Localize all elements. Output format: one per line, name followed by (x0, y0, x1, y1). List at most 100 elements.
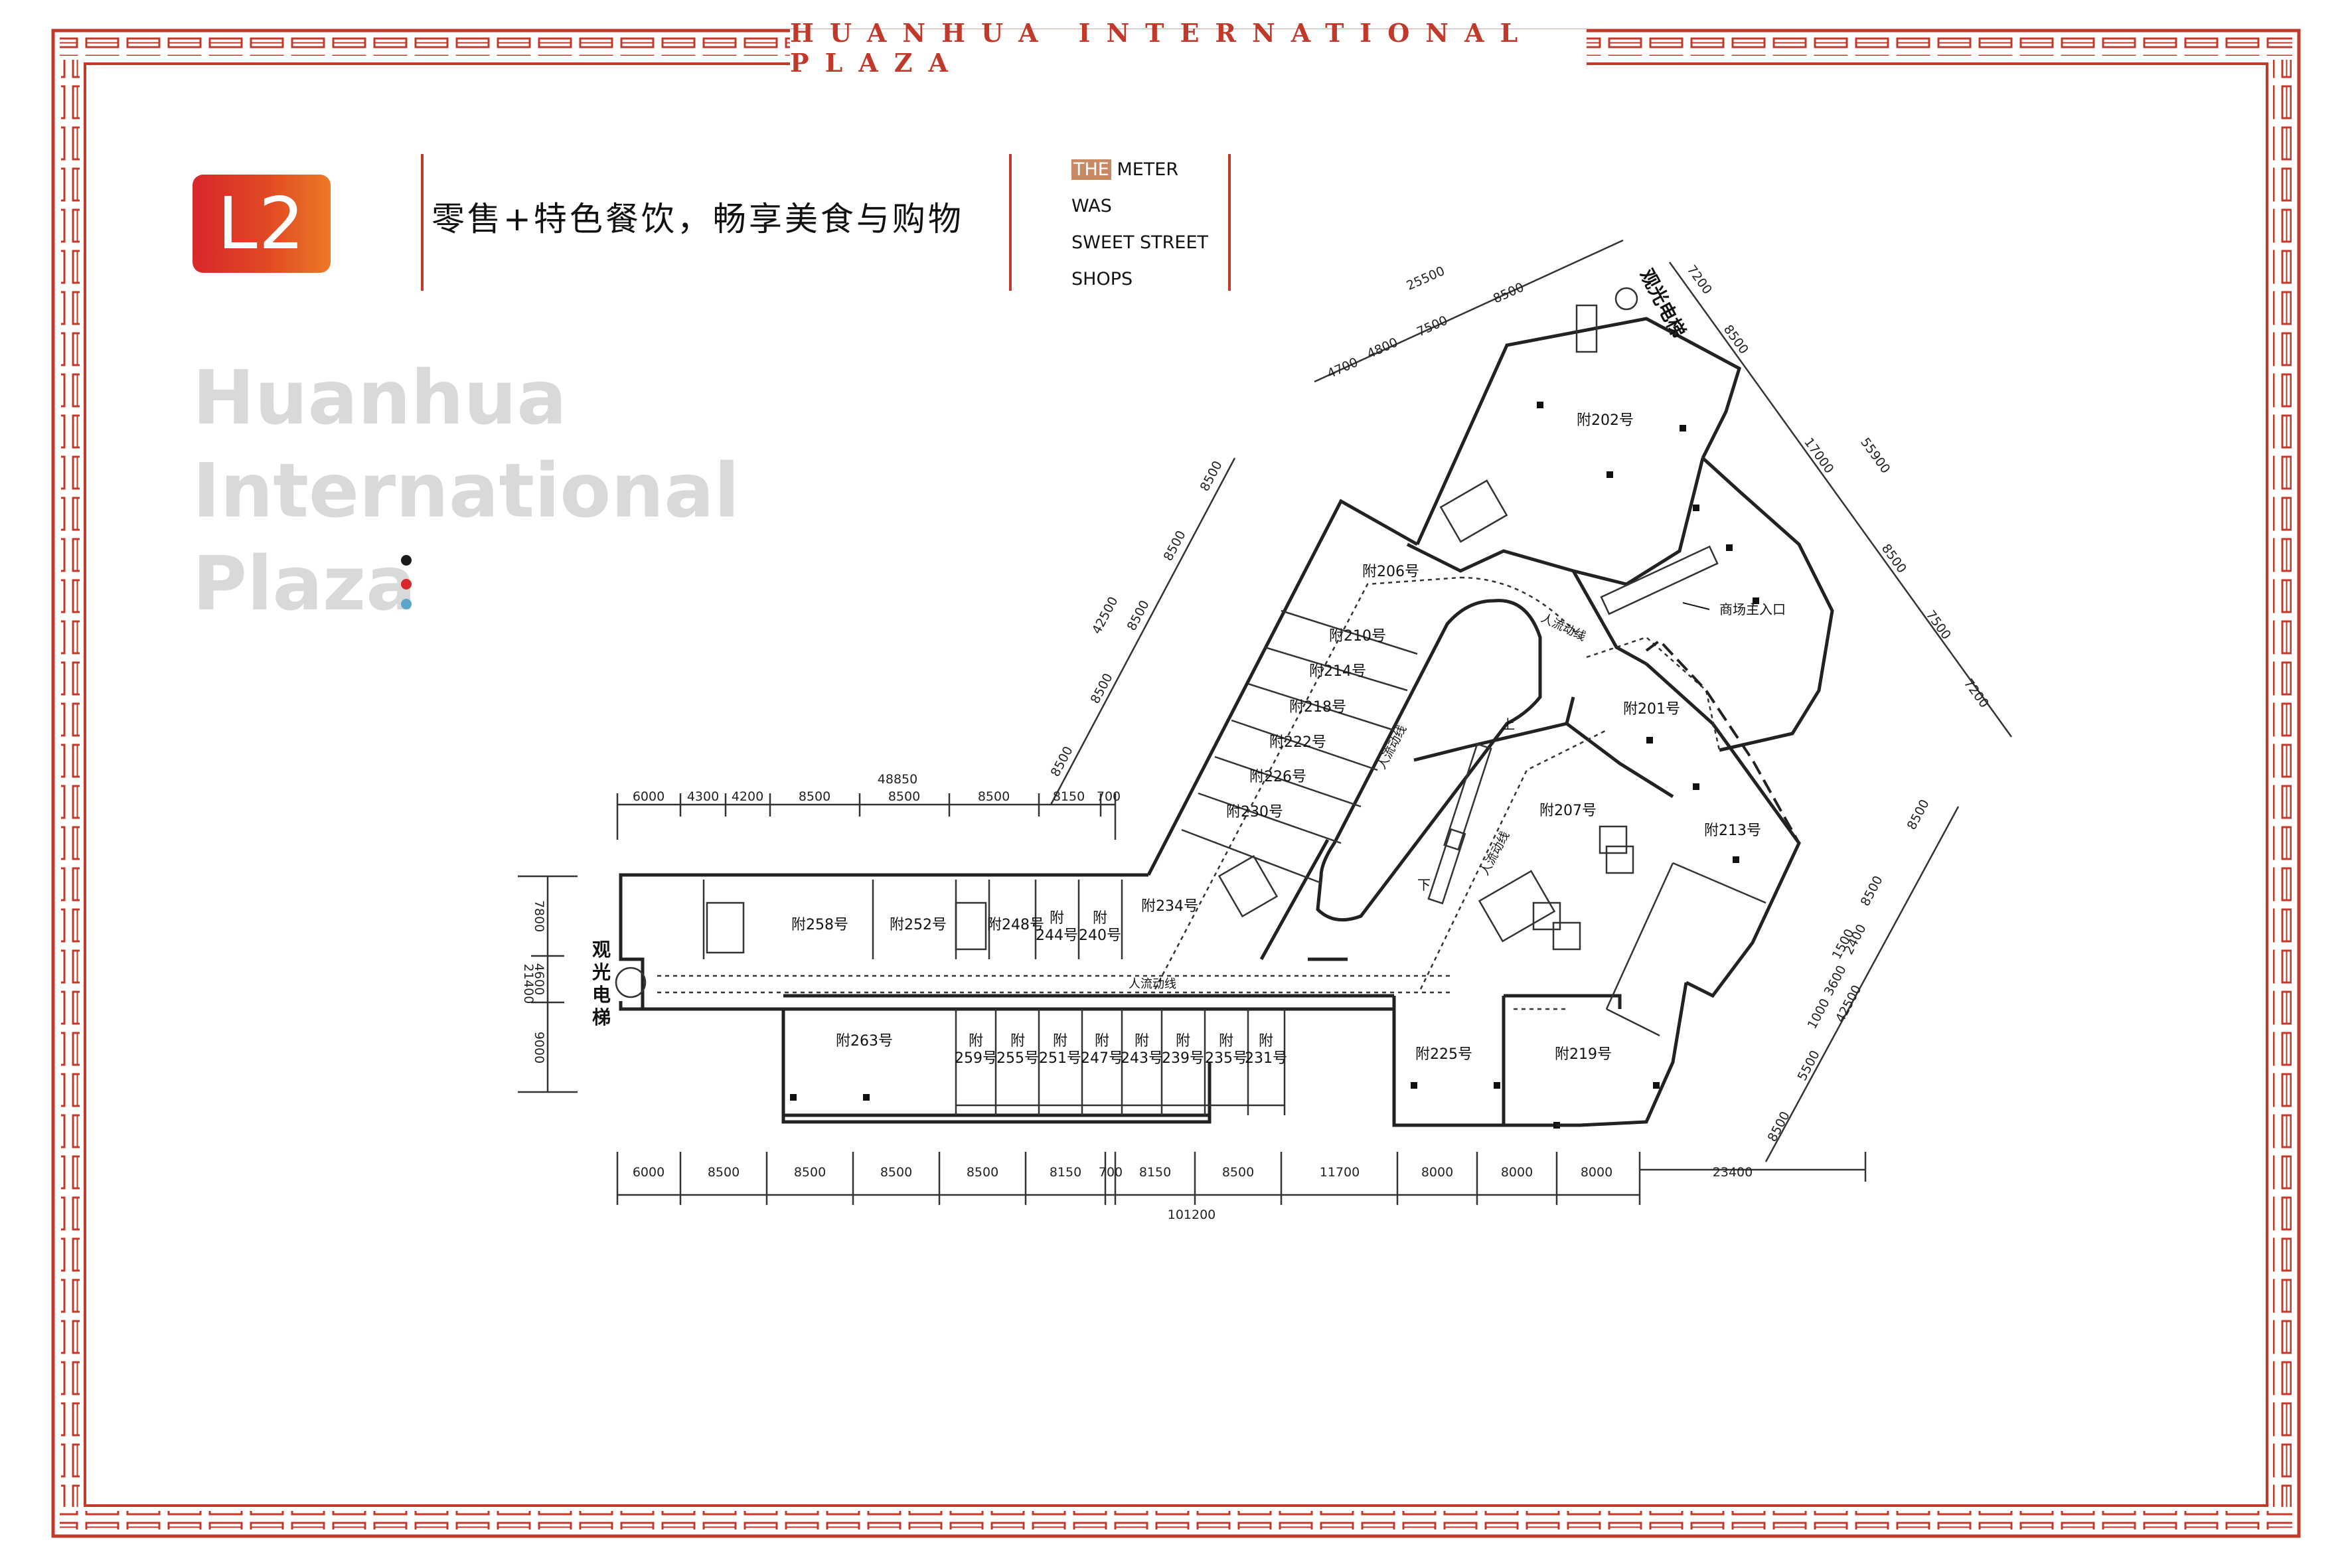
unit-label: 240号 (1079, 927, 1121, 944)
dim-right: 7500 (1923, 607, 1954, 642)
dim-top: 8500 (888, 789, 920, 804)
elevator-label-left: 观 光 电 梯 (591, 939, 611, 1028)
unit-label: 235号 (1205, 1050, 1247, 1067)
unit-label: 附226号 (1249, 769, 1306, 785)
tagline-line4: SHOPS (1071, 269, 1133, 289)
level-badge: L2 (193, 175, 331, 273)
unit-label: 附 (1259, 1033, 1273, 1050)
unit-label: 附201号 (1623, 701, 1680, 718)
dim-top: 8500 (799, 789, 830, 804)
unit-label: 239号 (1162, 1050, 1204, 1067)
dim-top: 4300 (687, 789, 719, 804)
tagline-line3: SWEET STREET (1071, 232, 1209, 253)
elevator-label-top: 观光电梯 (1636, 266, 1690, 341)
dimension-lines (518, 239, 2013, 1205)
dim-bottom: 8000 (1501, 1165, 1533, 1180)
dim-lower-right: 1000 (1805, 996, 1833, 1032)
tagline-highlight: THE (1071, 159, 1111, 180)
tagline: THE METER WAS SWEET STREET SHOPS (1071, 151, 1208, 297)
dim-top-right: 4700 (1325, 355, 1360, 382)
unit-label: 附213号 (1704, 823, 1761, 839)
unit-label: 附210号 (1329, 628, 1386, 645)
dim-bottom: 8150 (1050, 1165, 1081, 1180)
dim-top-right: 7500 (1415, 313, 1450, 340)
dim-top-total: 48850 (878, 772, 917, 787)
brand-line1: Huanhua (193, 355, 567, 441)
dim-top-right-total: 25500 (1404, 264, 1447, 293)
dim-left: 4600 (532, 963, 546, 995)
dim-bottom: 8500 (1222, 1165, 1254, 1180)
dim-left: 7800 (532, 900, 546, 932)
unit-label: 243号 (1121, 1050, 1163, 1067)
divider (1009, 154, 1012, 291)
dim-bottom-extra: 23400 (1713, 1165, 1753, 1180)
dim-bottom: 8000 (1421, 1165, 1453, 1180)
unit-label: 附214号 (1309, 663, 1366, 680)
brand-title: Huanhua International Plaza (193, 352, 740, 631)
unit-label: 附 (1176, 1033, 1190, 1050)
dim-top: 6000 (633, 789, 665, 804)
mall-entrance-label: 商场主入口 (1719, 601, 1786, 617)
dim-right: 7200 (1961, 676, 1992, 710)
unit-label: 附 (1053, 1033, 1067, 1050)
dim-bottom: 8500 (794, 1165, 826, 1180)
down-label: 下 (1417, 877, 1431, 893)
unit-label: 附 (1219, 1033, 1233, 1050)
brand-dot-red (401, 579, 412, 589)
unit-label: 259号 (955, 1050, 997, 1067)
dim-top-right: 8500 (1491, 280, 1526, 307)
unit-label: 附202号 (1577, 412, 1634, 429)
dim-diag-left: 8500 (1161, 528, 1189, 564)
flow-line-label: 人流动线 (1129, 977, 1176, 991)
dim-bottom: 11700 (1320, 1165, 1360, 1180)
dim-bottom: 6000 (633, 1165, 665, 1180)
dimension-labels: 48850 6000 4300 4200 8500 8500 8500 8150… (521, 262, 1992, 1222)
dim-diag-left: 8500 (1048, 744, 1076, 779)
unit-label: 附248号 (987, 917, 1044, 933)
unit-partitions (615, 287, 1766, 1115)
dim-bottom-total: 101200 (1168, 1208, 1216, 1222)
banner-title: HUANHUA INTERNATIONAL PLAZA (790, 18, 1587, 78)
unit-label: 附 (1010, 1033, 1025, 1050)
unit-label: 231号 (1245, 1050, 1287, 1067)
elevator-left-char: 电 (592, 984, 611, 1006)
unit-label: 附207号 (1539, 803, 1597, 819)
unit-label: 附219号 (1555, 1046, 1612, 1063)
brand-line2: International (193, 448, 740, 534)
unit-label: 附263号 (836, 1033, 893, 1050)
dim-right: 7200 (1684, 262, 1715, 297)
pillars (790, 402, 1759, 1129)
divider (421, 154, 424, 291)
dim-left: 9000 (532, 1032, 546, 1063)
unit-label: 附252号 (890, 917, 947, 933)
dim-lower-right: 8500 (1765, 1109, 1793, 1144)
dim-bottom: 8000 (1581, 1165, 1612, 1180)
dim-right-total: 55900 (1857, 435, 1893, 477)
unit-label: 附222号 (1269, 734, 1326, 751)
planned-walls (1514, 639, 1800, 1127)
dim-top: 8150 (1053, 789, 1085, 804)
dim-top: 8500 (978, 789, 1010, 804)
divider (1228, 154, 1231, 291)
elevator-left-char: 光 (591, 961, 611, 983)
dim-bottom: 8500 (967, 1165, 998, 1180)
dim-bottom: 8150 (1139, 1165, 1171, 1180)
entrance-arrow (1682, 602, 1710, 610)
flow-lines (657, 576, 1721, 1010)
dim-diag-left: 8500 (1125, 598, 1152, 633)
unit-label: 附 (1050, 910, 1064, 927)
dim-diag-left: 8500 (1198, 459, 1225, 494)
dim-diag-left-total: 42500 (1089, 594, 1121, 637)
tagline-line1: METER (1111, 159, 1179, 180)
unit-label: 附258号 (791, 917, 848, 933)
dim-top: 4200 (732, 789, 763, 804)
building-walls (619, 317, 1834, 1127)
slogan: 零售+特色餐饮，畅享美食与购物 (431, 200, 964, 238)
unit-label: 附230号 (1226, 804, 1283, 821)
brand-dot-blue (401, 599, 412, 609)
unit-labels: 附202号 附206号 附210号 附214号 附218号 附222号 附226… (791, 412, 1761, 1067)
dim-top: 700 (1097, 789, 1121, 804)
dim-bottom: 8500 (708, 1165, 740, 1180)
dim-left-total: 21400 (521, 964, 536, 1004)
